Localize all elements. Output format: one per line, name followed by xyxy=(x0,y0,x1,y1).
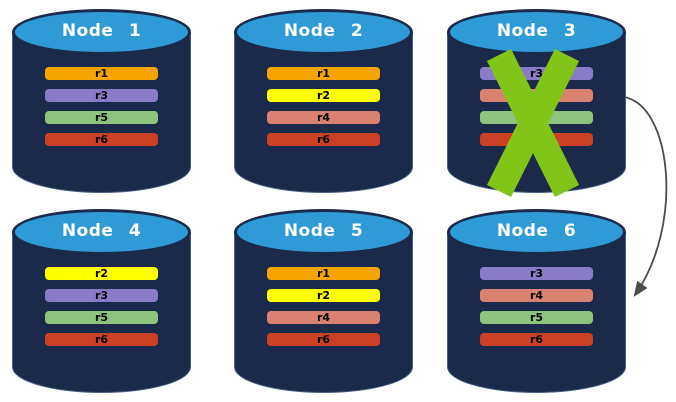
replica-list: r3 r4 r5 r6 xyxy=(480,267,593,346)
cylinder-body xyxy=(447,32,626,193)
replica-label: r2 xyxy=(316,289,331,302)
replica-label: r6 xyxy=(529,333,544,346)
replica-bar: r4 xyxy=(480,289,593,302)
replica-label: r2 xyxy=(316,89,331,102)
replica-bar: r6 xyxy=(45,333,158,346)
replica-label: r1 xyxy=(94,67,109,80)
node-cylinder: Node 2 r1 r2 r4 r6 xyxy=(234,9,413,193)
replica-label: r3 xyxy=(529,67,544,80)
node-cylinder: Node 1 r1 r3 r5 r6 xyxy=(12,9,191,193)
node-cylinder: Node 5 r1 r2 r4 r6 xyxy=(234,209,413,393)
replica-bar: r4 xyxy=(267,111,380,124)
replica-label: r4 xyxy=(529,289,544,302)
replica-bar: r6 xyxy=(45,133,158,146)
replica-list: r1 r3 r5 r6 xyxy=(45,67,158,146)
replica-label: r5 xyxy=(529,311,544,324)
replica-label: r4 xyxy=(316,111,331,124)
replica-bar: r3 xyxy=(45,89,158,102)
cylinder-top: Node 3 xyxy=(447,9,626,55)
replica-bar: r6 xyxy=(267,133,380,146)
replica-label: r6 xyxy=(316,333,331,346)
replica-label: r5 xyxy=(94,111,109,124)
node-title: Node 4 xyxy=(61,221,142,241)
replica-label: r2 xyxy=(94,267,109,280)
node-cylinder: Node 4 r2 r3 r5 r6 xyxy=(12,209,191,393)
node-title: Node 2 xyxy=(283,21,364,41)
replica-bar: r2 xyxy=(267,289,380,302)
node-title: Node 5 xyxy=(283,221,364,241)
replica-list: r2 r3 r5 r6 xyxy=(45,267,158,346)
replica-label: r1 xyxy=(316,267,331,280)
replica-bar: r2 xyxy=(45,267,158,280)
replica-label: r4 xyxy=(316,311,331,324)
cylinder-top: Node 5 xyxy=(234,209,413,255)
node-cylinder: Node 3 r3 xyxy=(447,9,626,198)
node-cylinder: Node 6 r3 r4 r5 r6 xyxy=(447,209,626,393)
replica-label: r5 xyxy=(94,311,109,324)
replica-list: r1 r2 r4 r6 xyxy=(267,267,380,346)
replica-bar: r1 xyxy=(267,267,380,280)
replica-bar: r4 xyxy=(267,311,380,324)
node-title: Node 6 xyxy=(496,221,577,241)
cylinder-top: Node 4 xyxy=(12,209,191,255)
replica-bar: r1 xyxy=(267,67,380,80)
replica-list: r1 r2 r4 r6 xyxy=(267,67,380,146)
node-title: Node 3 xyxy=(496,21,577,41)
replica-bar: r2 xyxy=(267,89,380,102)
replica-bar: r5 xyxy=(480,311,593,324)
replica-label: r6 xyxy=(316,133,331,146)
replica-bar: r6 xyxy=(267,333,380,346)
replica-label: r3 xyxy=(94,89,109,102)
replica-bar: r3 xyxy=(480,267,593,280)
arrow-curve xyxy=(623,96,668,297)
replica-bar: r3 xyxy=(45,289,158,302)
replica-label: r3 xyxy=(529,267,544,280)
replica-bar: r1 xyxy=(45,67,158,80)
replica-label: r6 xyxy=(94,333,109,346)
replica-bar: r6 xyxy=(480,333,593,346)
replica-label: r1 xyxy=(316,67,331,80)
failure-x-icon xyxy=(486,48,580,198)
replica-bar: r5 xyxy=(45,111,158,124)
cylinder-top: Node 6 xyxy=(447,209,626,255)
node-title: Node 1 xyxy=(61,21,142,41)
replica-label: r6 xyxy=(94,133,109,146)
replica-bar: r5 xyxy=(45,311,158,324)
cylinder-top: Node 1 xyxy=(12,9,191,55)
cylinder-top: Node 2 xyxy=(234,9,413,55)
replica-label: r3 xyxy=(94,289,109,302)
